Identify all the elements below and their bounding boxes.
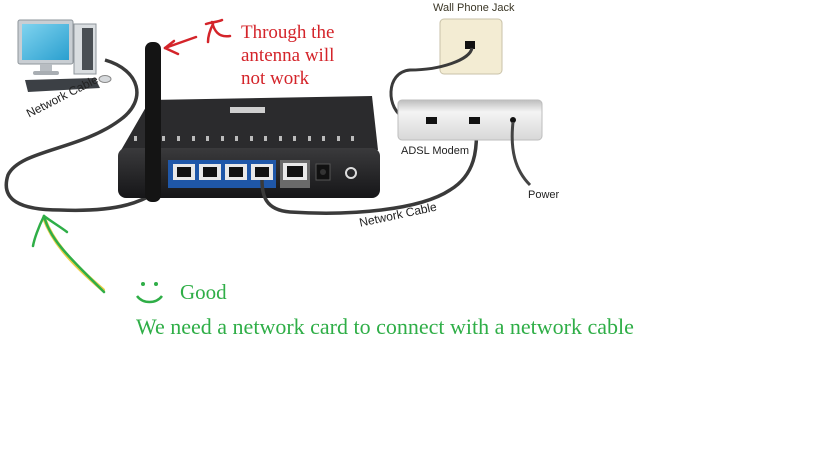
red-cross-icon: [204, 18, 232, 44]
wall-phone-jack: [439, 18, 503, 75]
antenna: [145, 42, 161, 202]
network-cable-bottom: [260, 121, 479, 215]
router: [118, 96, 380, 198]
smiley-icon: [136, 282, 163, 304]
phone-cable: [389, 47, 474, 122]
reset-button: [345, 167, 357, 179]
network-cable-left: [4, 58, 177, 213]
wall-phone-jack-label: Wall Phone Jack: [433, 2, 515, 14]
green-arrow-icon: [31, 214, 106, 294]
explanation-text: We need a network card to connect with a…: [136, 314, 634, 339]
good-label: Good: [180, 280, 227, 304]
power-cable: [510, 121, 532, 187]
power-label: Power: [528, 189, 560, 201]
antenna-note-line-2: antenna will: [241, 45, 335, 66]
desktop-computer-icon: [17, 19, 112, 92]
antenna-note-line-1: Through the: [241, 22, 335, 43]
red-arrow-icon: [163, 35, 198, 56]
adsl-modem-label: ADSL Modem: [401, 145, 470, 157]
antenna-note-line-3: not work: [241, 68, 310, 89]
antenna-note: Through the antenna will not work: [241, 21, 334, 90]
adsl-modem: [397, 99, 543, 141]
